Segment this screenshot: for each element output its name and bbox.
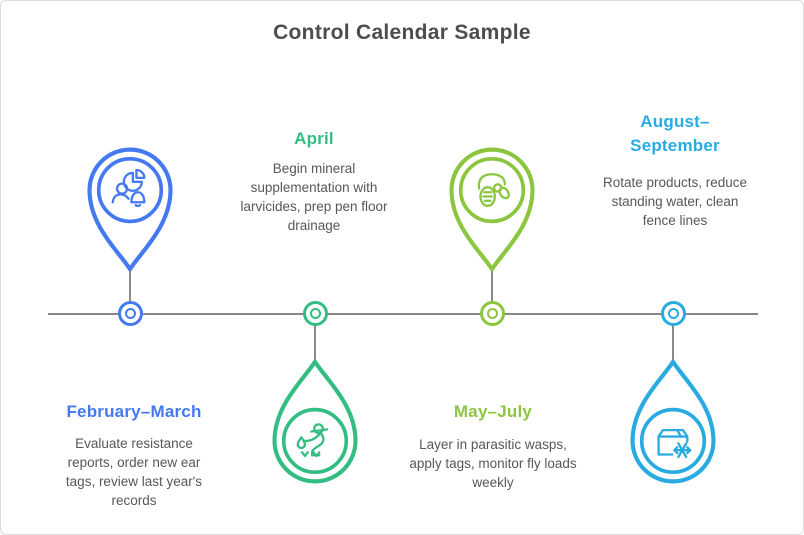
fly-icon — [477, 173, 510, 207]
milestone-label-february-march: February–March — [66, 402, 202, 421]
timeline-node-april — [303, 301, 328, 326]
milestone-label-august-september: August–September — [630, 112, 720, 155]
milestone-description-april: Begin mineral supplementation with larvi… — [240, 161, 388, 233]
timeline-line — [48, 313, 758, 315]
timeline-node-may-july — [480, 301, 505, 326]
marker-drop-april — [269, 358, 361, 487]
milestone-description-may-july: Layer in parasitic wasps, apply tags, mo… — [409, 437, 577, 490]
marker-pin-may-july — [446, 144, 538, 273]
timeline-node-august-september — [661, 301, 686, 326]
timeline-node-february-march — [118, 301, 143, 326]
timeline-node-inner-ring — [125, 308, 136, 319]
timeline-node-inner-ring — [310, 308, 321, 319]
timeline-node-inner-ring — [487, 308, 498, 319]
farmer-planting-icon — [296, 423, 329, 458]
frozen-box-snowflake-icon — [657, 428, 692, 459]
milestone-label-may-july: May–July — [453, 402, 533, 421]
milestone-description-august-september: Rotate products, reduce standing water, … — [602, 175, 748, 228]
timeline-node-inner-ring — [668, 308, 679, 319]
connector-february-march — [129, 267, 131, 303]
connector-august-september — [672, 325, 674, 361]
marker-pin-february-march — [84, 144, 176, 273]
milestone-label-april: April — [294, 129, 334, 148]
page-title: Control Calendar Sample — [273, 21, 531, 44]
connector-may-july — [491, 267, 493, 303]
marker-drop-august-september — [627, 358, 719, 487]
pie-chart-person-bell-icon — [111, 168, 146, 208]
milestone-description-february-march: Evaluate resistance reports, order new e… — [65, 436, 203, 508]
connector-april — [314, 325, 316, 361]
